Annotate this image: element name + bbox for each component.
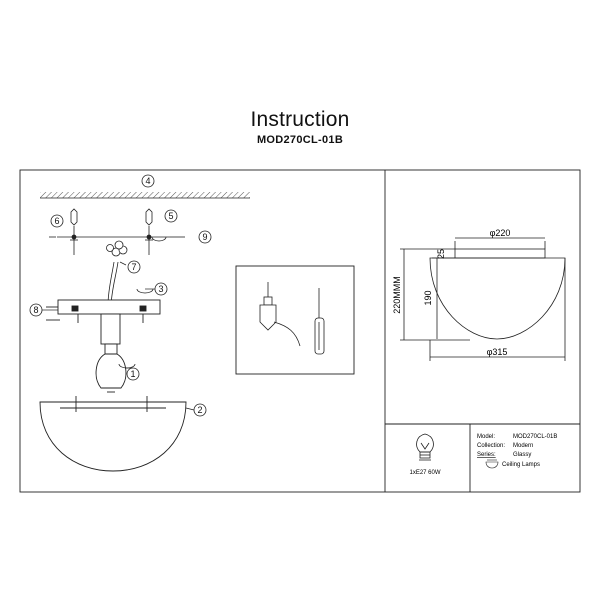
svg-text:1: 1: [130, 369, 135, 379]
svg-text:4: 4: [145, 176, 150, 186]
ceiling-lamp-icon: [485, 459, 499, 469]
svg-text:6: 6: [54, 216, 59, 226]
dimension-drawing: [400, 237, 566, 361]
dim-shade-height: 190: [423, 290, 433, 305]
svg-text:9: 9: [202, 232, 207, 242]
mounting-plate: [46, 299, 161, 323]
ceiling-hatch: [40, 192, 250, 199]
callout-2: 2: [193, 403, 207, 417]
tools-panel: [235, 265, 355, 375]
series-label: Series:: [477, 452, 496, 458]
screwdriver-icon: [314, 288, 325, 355]
bulb-spec: 1xE27 60W: [409, 470, 440, 476]
svg-text:3: 3: [158, 284, 163, 294]
svg-text:5: 5: [168, 211, 173, 221]
terminal-block: [106, 240, 128, 306]
dim-top-diameter: φ220: [490, 228, 511, 238]
drill-icon: [259, 282, 301, 347]
spec-table: Model: MOD270CL-01B Collection: Modern S…: [477, 434, 557, 469]
category: Ceiling Lamps: [502, 462, 540, 468]
callout-5: 5: [164, 209, 178, 223]
callout-8: 8: [29, 303, 43, 317]
callout-1: 1: [126, 367, 140, 381]
outer-frame: [19, 169, 581, 493]
model-label: Model:: [477, 434, 495, 440]
series-value: Glassy: [513, 452, 531, 458]
dim-base-height: 25: [436, 249, 446, 259]
glass-shade: [39, 396, 187, 472]
callout-9: 9: [198, 230, 212, 244]
callout-3: 3: [154, 282, 168, 296]
collection-label: Collection:: [477, 443, 505, 449]
lamp-socket: [100, 313, 121, 345]
bulb-spec-icon: [416, 433, 434, 461]
callout-6: 6: [50, 214, 64, 228]
svg-text:7: 7: [131, 262, 136, 272]
wall-anchors: [49, 208, 185, 255]
svg-text:8: 8: [33, 305, 38, 315]
dim-total-height: 220MMM: [392, 276, 402, 314]
svg-text:2: 2: [197, 405, 202, 415]
model-code: MOD270CL-01B: [256, 134, 344, 146]
page-title: Instruction: [250, 108, 350, 131]
collection-value: Modern: [513, 443, 533, 449]
model-value: MOD270CL-01B: [513, 434, 557, 440]
callout-7: 7: [127, 260, 141, 274]
bulb: [95, 343, 127, 393]
callout-4: 4: [141, 174, 155, 188]
dim-bottom-diameter: φ315: [487, 347, 508, 357]
